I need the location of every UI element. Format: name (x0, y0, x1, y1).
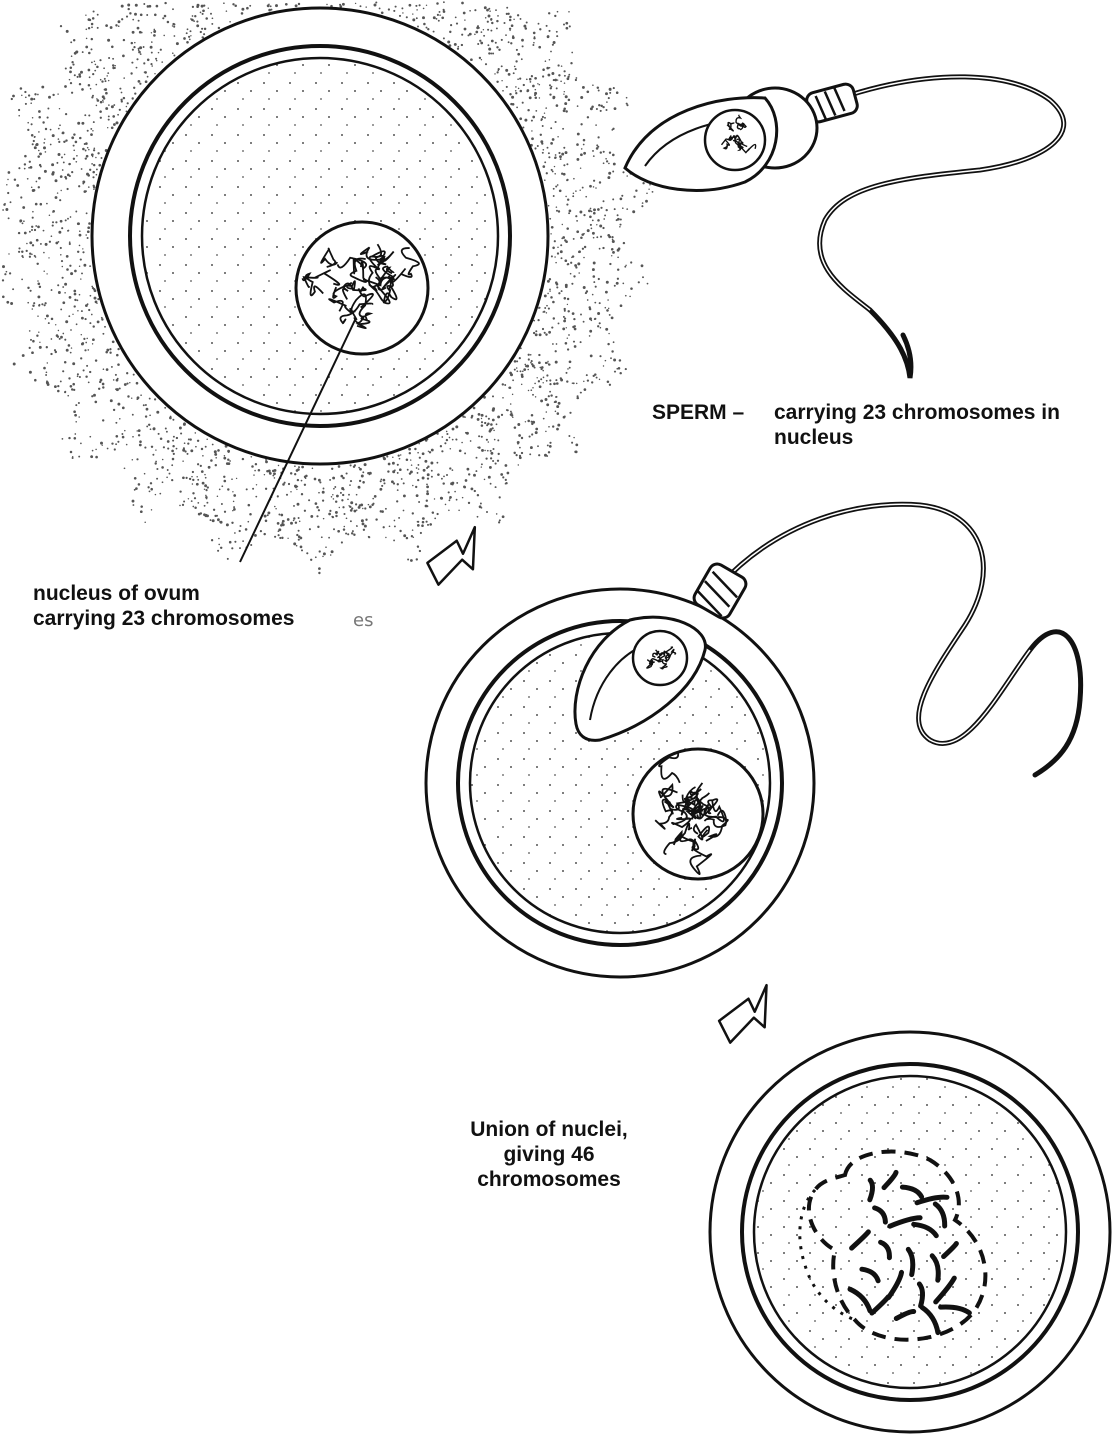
sperm-label-line-2: nucleus (652, 425, 1060, 450)
sperm-head (625, 88, 817, 190)
union-label-line-3: chromosomes (440, 1167, 658, 1192)
ovum-nucleus-stage-2 (633, 749, 763, 879)
sperm-label-line-1: carrying 23 chromosomes in (774, 401, 1060, 424)
stage-arrow-icon (425, 521, 479, 589)
sperm-label: SPERM –carrying 23 chromosomes in nucleu… (652, 400, 1060, 450)
stage-arrow-icon (716, 979, 770, 1047)
sperm (625, 77, 1064, 378)
ovum-nucleus-label: nucleus of ovum carrying 23 chromosomes … (33, 581, 294, 631)
ovum-nucleus-label-line-1: nucleus of ovum (33, 581, 294, 606)
union-label-line-1: Union of nuclei, (440, 1117, 658, 1142)
ovum-nucleus (296, 222, 428, 354)
stray-text-fragment: es (353, 608, 373, 633)
fertilizing-ovum (426, 504, 1081, 977)
sperm-label-title: SPERM – (652, 400, 774, 425)
union-label: Union of nuclei, giving 46 chromosomes (440, 1117, 658, 1192)
union-label-line-2: giving 46 (440, 1142, 658, 1167)
ovum (2, 1, 654, 574)
sperm-tail (820, 77, 1064, 378)
zygote (710, 1032, 1110, 1432)
ovum-nucleus-label-line-2: carrying 23 chromosomes (33, 606, 294, 631)
